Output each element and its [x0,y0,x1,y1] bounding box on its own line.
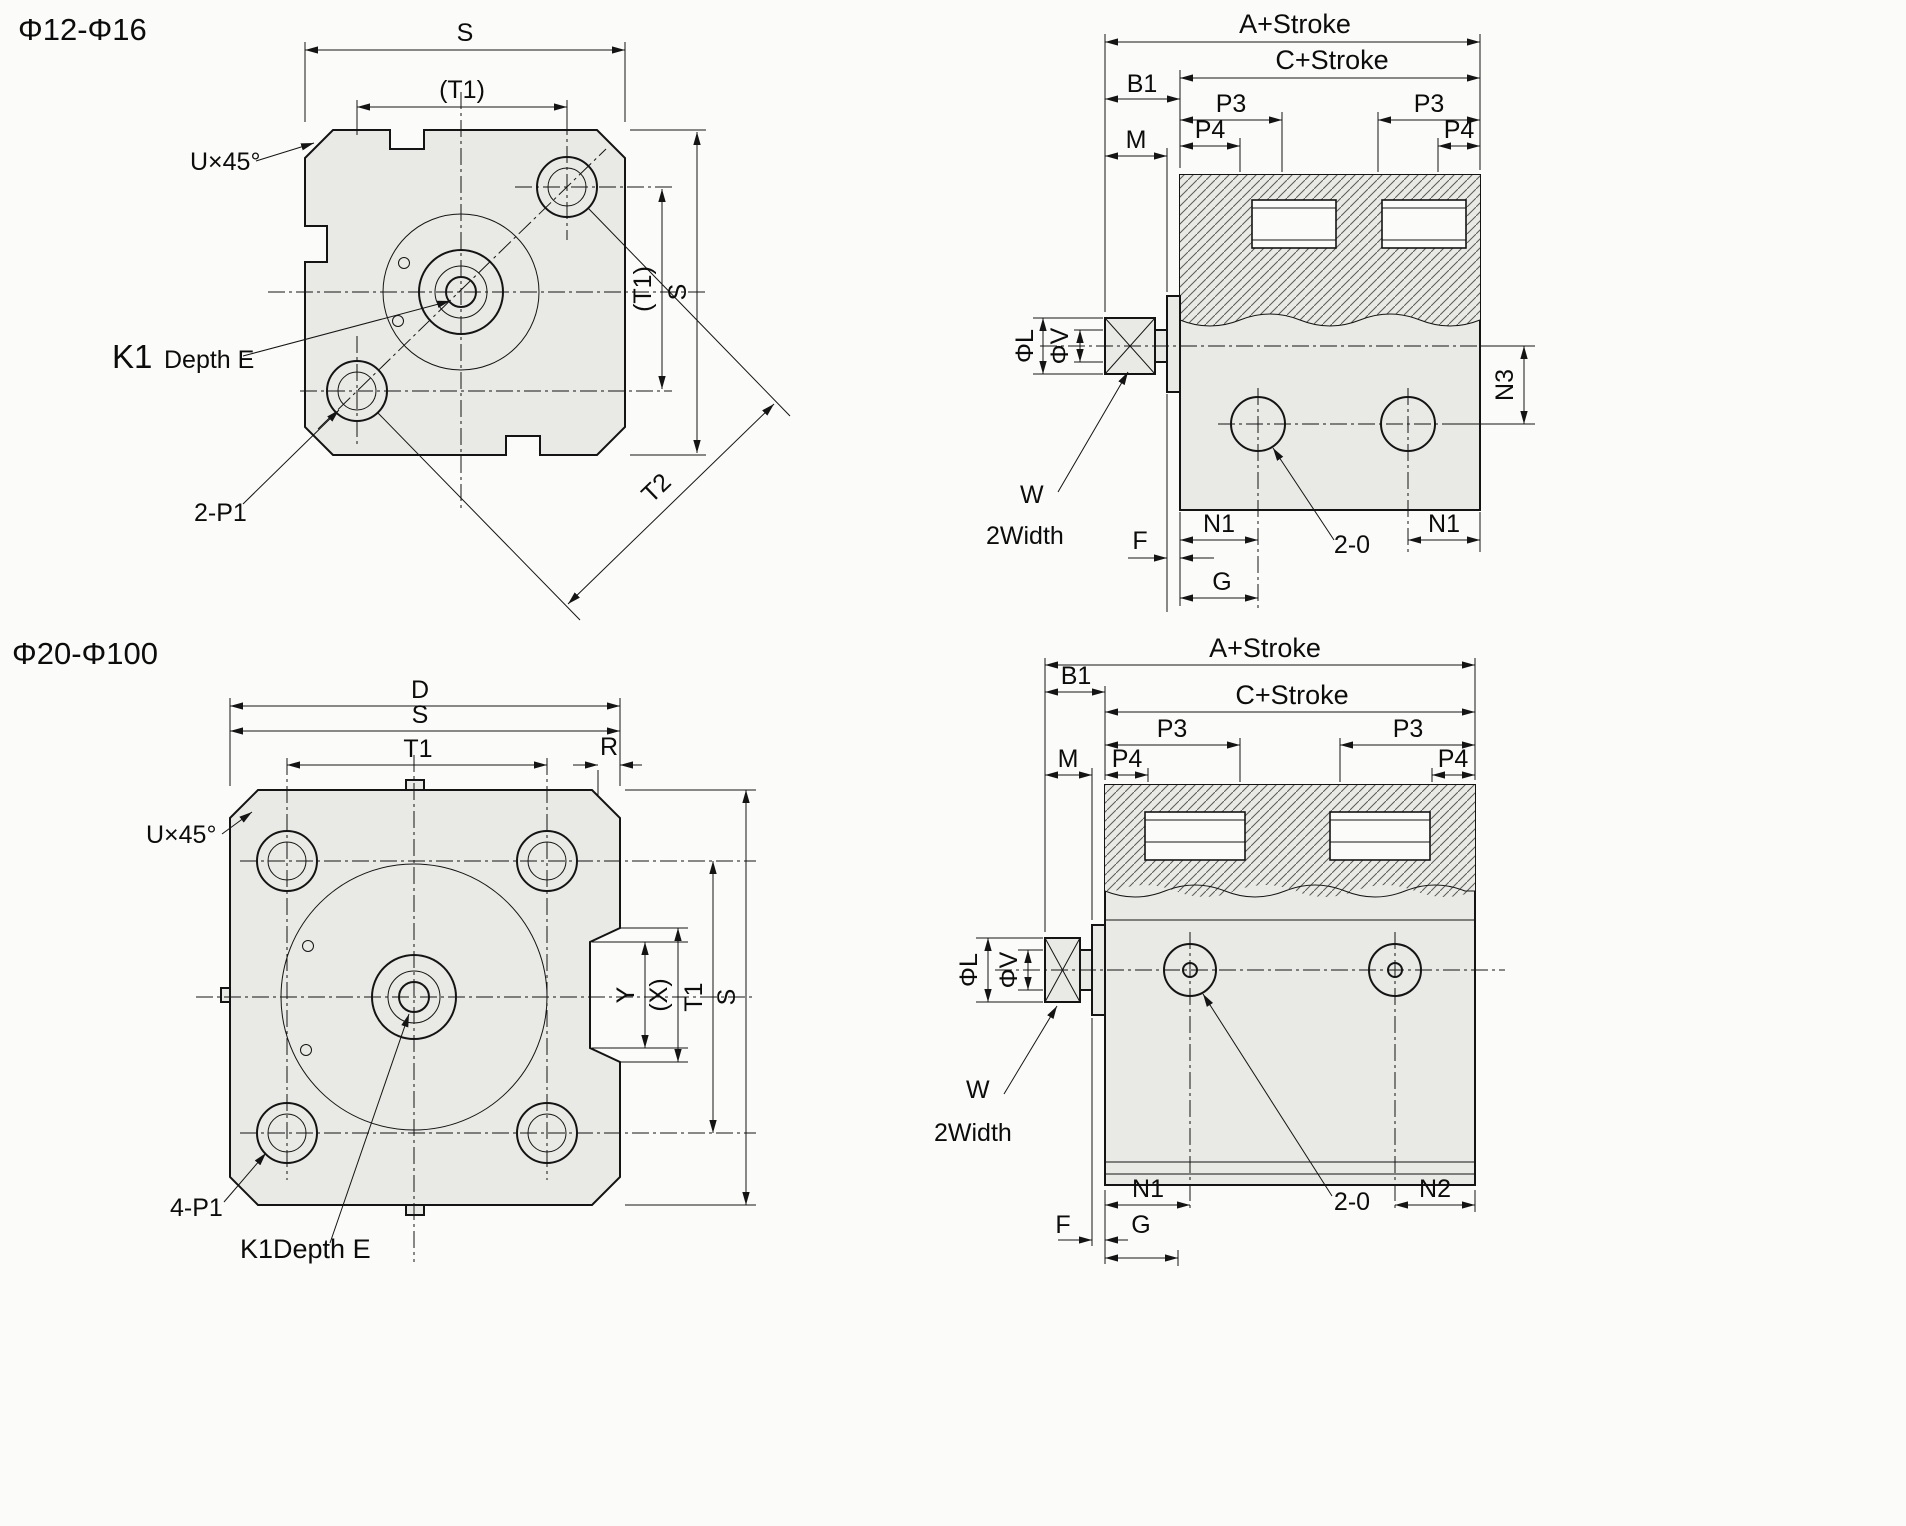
head-section-hatching [1180,175,1480,326]
dim-label-s-side: S [664,284,692,301]
dim-label-s-side: S [713,989,741,1006]
dim-label-y: Y [612,986,640,1003]
centerlines [268,92,705,512]
dim-label-b1: B1 [1127,70,1158,98]
dim-label-t1-top: (T1) [439,76,485,104]
dim-label-t1-top: T1 [403,735,432,763]
holes-note-label: 4-P1 [170,1194,223,1222]
front-view-phi12-16: S (T1) U×45° K1 Depth E 2-P1 (T1) S T2 [112,19,791,621]
dimension-lines [976,658,1476,1266]
dim-label-f: F [1132,527,1147,555]
dim-label-c-stroke: C+Stroke [1235,680,1348,710]
dim-label-p4-left: P4 [1112,745,1143,773]
dim-label-p3-right: P3 [1414,90,1445,118]
title-small-range: Φ12-Φ16 [18,12,147,47]
k1-label: K1 [112,338,152,375]
centerlines [995,932,1505,1212]
holes-note-label: 2-0 [1334,531,1370,559]
dim-label-phi-v: ΦV [1046,327,1074,364]
holes-note-label: 2-0 [1334,1188,1370,1216]
wrench-flat-w-label: W [1020,481,1044,509]
dimension-lines [221,698,756,1244]
dim-label-t1-side: (T1) [629,266,657,312]
dim-label-d: D [411,676,429,704]
rod-end [1104,295,1181,393]
front-view-phi20-100: D S T1 R U×45° Y (X) T1 S 4-P1 K1Depth E [146,676,756,1264]
dim-label-a-stroke: A+Stroke [1209,633,1321,663]
dim-label-n2: N2 [1419,1175,1451,1203]
dim-label-r: R [600,733,618,761]
dim-label-phi-v: ΦV [995,951,1023,988]
chamfer-label: U×45° [190,148,260,176]
port-cavities [1144,811,1431,861]
break-line [1104,884,1475,898]
centerlines [196,755,756,1262]
dim-label-p3-left: P3 [1216,90,1247,118]
dim-label-phi-l: ΦL [1011,329,1039,363]
dim-label-a-stroke: A+Stroke [1239,9,1351,39]
wrench-flat-w-label: W [966,1076,990,1104]
dim-label-p3-right: P3 [1393,715,1424,743]
dim-label-x: (X) [645,978,673,1011]
dim-label-m: M [1058,745,1079,773]
dimension-lines [1033,34,1535,612]
break-line [1179,313,1481,327]
dim-label-p3-left: P3 [1157,715,1188,743]
k1-depth-label: K1Depth E [240,1234,371,1264]
dim-label-p4-right: P4 [1438,745,1469,773]
dim-label-s-top: S [457,19,474,47]
dim-label-n3: N3 [1491,369,1519,401]
dim-label-t2: T2 [636,468,676,508]
dim-label-n1-left: N1 [1203,510,1235,538]
dim-label-p4-left: P4 [1195,116,1226,144]
barrel-lines [1105,919,1475,1175]
dim-label-g: G [1212,568,1231,596]
side-view-phi12-16: A+Stroke C+Stroke B1 P3 P3 P4 P4 M ΦL ΦV… [986,9,1535,612]
title-large-range: Φ20-Φ100 [12,636,158,671]
dim-label-m: M [1126,126,1147,154]
chamfer-label: U×45° [146,821,216,849]
port-cavities [1251,199,1467,249]
dim-label-b1: B1 [1061,662,1092,690]
dim-label-phi-l: ΦL [955,953,983,987]
dim-label-n1: N1 [1132,1175,1164,1203]
dim-label-c-stroke: C+Stroke [1275,45,1388,75]
centerlines [1040,345,1520,612]
dim-label-n1-right: N1 [1428,510,1460,538]
holes-note-label: 2-P1 [194,499,247,527]
dim-label-p4-right: P4 [1444,116,1475,144]
depth-e-label: Depth E [164,346,254,374]
side-view-phi20-100: A+Stroke B1 C+Stroke P3 P3 M P4 P4 ΦL ΦV… [934,633,1505,1266]
dim-label-g: G [1131,1211,1150,1239]
wrench-flat-width-label: 2Width [986,522,1064,550]
dim-label-t1-side: T1 [680,982,708,1011]
dim-label-s-top: S [412,701,429,729]
dim-label-f: F [1055,1211,1070,1239]
dimension-lines [242,42,791,621]
wrench-flat-width-label: 2Width [934,1119,1012,1147]
